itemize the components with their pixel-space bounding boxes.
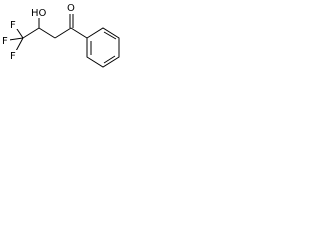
atom-f2: F xyxy=(2,36,8,47)
bond-c3-c4 xyxy=(54,27,72,39)
bond-c2-c3 xyxy=(38,27,56,39)
label-bg-hydroxyl xyxy=(30,6,48,17)
bond-c4-phenyl xyxy=(70,27,88,39)
label-bg-oxygen xyxy=(66,2,76,13)
label-bg-f3 xyxy=(10,50,19,60)
atom-f1: F xyxy=(10,20,16,31)
bond-c1-f3 xyxy=(15,37,24,52)
phenyl-double-bond-1 xyxy=(103,31,117,40)
label-bg-f2 xyxy=(1,35,10,45)
bond-c1-f2 xyxy=(8,37,24,41)
chemical-structure: F F F HO O xyxy=(1,2,120,68)
atom-oxygen: O xyxy=(67,3,75,14)
bond-c1-c2 xyxy=(22,27,40,39)
phenyl-double-bond-2 xyxy=(103,55,116,64)
label-bg-f1 xyxy=(10,19,19,29)
atom-hydroxyl: HO xyxy=(31,8,47,19)
atom-f3: F xyxy=(10,51,16,62)
phenyl-ring xyxy=(86,27,120,68)
